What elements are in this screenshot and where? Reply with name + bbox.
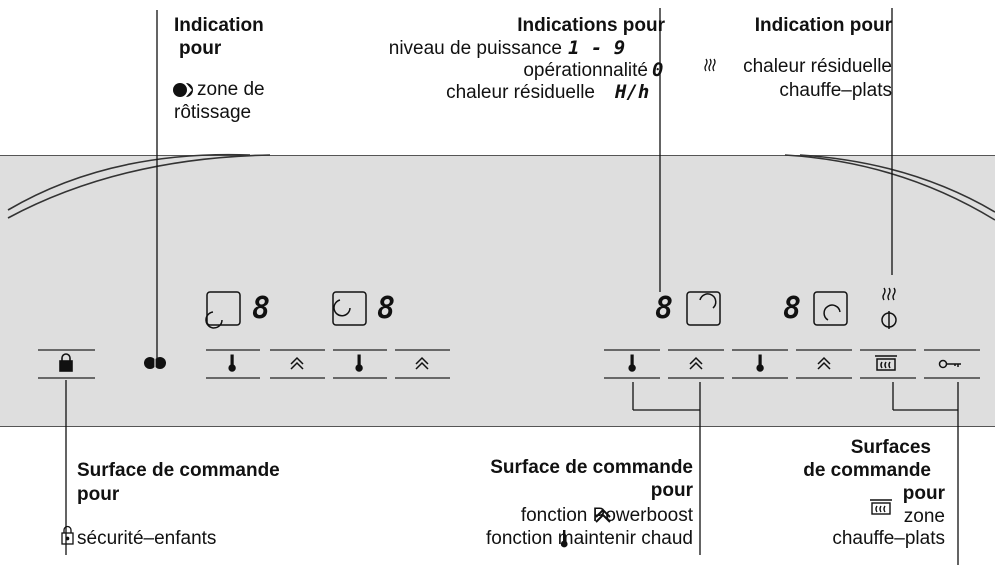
label-residual-title: Indication pour — [754, 15, 892, 36]
label-operational: opérationnalité — [523, 60, 648, 81]
label-lock-pour: pour — [77, 484, 120, 505]
label-keepwarm-line2: fonction maintenir chaud — [485, 528, 693, 549]
display-digit-3: 8 — [655, 291, 674, 326]
roast-zone-icon-small — [173, 83, 193, 97]
label-indications-title: Indications pour — [517, 15, 665, 36]
label-powerboost-line1: fonction Powerboost — [520, 505, 693, 526]
warming-plate-icon-small — [870, 499, 892, 515]
display-digit-1: 8 — [252, 291, 271, 326]
lock-icon-small — [61, 525, 74, 545]
label-warming-title2: de commande — [803, 460, 931, 481]
label-residual-heat: chaleur résiduelle — [446, 82, 595, 103]
label-residual-heat-symbol: H/h — [615, 81, 650, 103]
display-digit-2: 8 — [377, 291, 396, 326]
steam-icon-small — [704, 58, 716, 72]
label-warming-zone: zone — [903, 506, 945, 527]
label-lock-line: sécurité–enfants — [77, 528, 217, 549]
powerboost-button-3[interactable] — [668, 350, 724, 378]
label-residual-line1: chaleur résiduelle — [743, 56, 892, 77]
label-lock-title: Surface de commande — [77, 460, 280, 481]
keep-warm-button-2[interactable] — [333, 350, 387, 378]
powerboost-button-1[interactable] — [270, 350, 325, 378]
label-power-level-symbol: 1 - 9 — [568, 37, 626, 59]
label-roast-pour: pour — [179, 38, 222, 59]
label-powerboost-title: Surface de commande — [490, 457, 693, 478]
label-residual-line2: chauffe–plats — [779, 80, 892, 101]
cooktop-panel — [0, 155, 995, 427]
label-warming-title1: Surfaces — [850, 437, 931, 458]
display-digit-4: 8 — [783, 291, 802, 326]
child-lock-button[interactable] — [38, 350, 95, 378]
powerboost-button-4[interactable] — [796, 350, 852, 378]
keep-warm-button-1[interactable] — [206, 350, 260, 378]
keep-warm-button-3[interactable] — [604, 350, 660, 378]
label-roast-title: Indication — [174, 15, 264, 36]
label-warming-line2: chauffe–plats — [832, 528, 945, 549]
warming-plate-button[interactable] — [860, 350, 916, 378]
label-operational-symbol: 0 — [652, 59, 664, 81]
powerboost-button-2[interactable] — [395, 350, 450, 378]
label-roast-zone: zone de — [197, 79, 265, 100]
label-power-level: niveau de puissance — [388, 38, 562, 59]
keep-warm-button-4[interactable] — [732, 350, 788, 378]
label-powerboost-pour: pour — [650, 480, 693, 501]
main-power-button[interactable] — [924, 350, 980, 378]
label-warming-title3: pour — [902, 483, 945, 504]
label-roast-rotissage: rôtissage — [174, 102, 252, 123]
